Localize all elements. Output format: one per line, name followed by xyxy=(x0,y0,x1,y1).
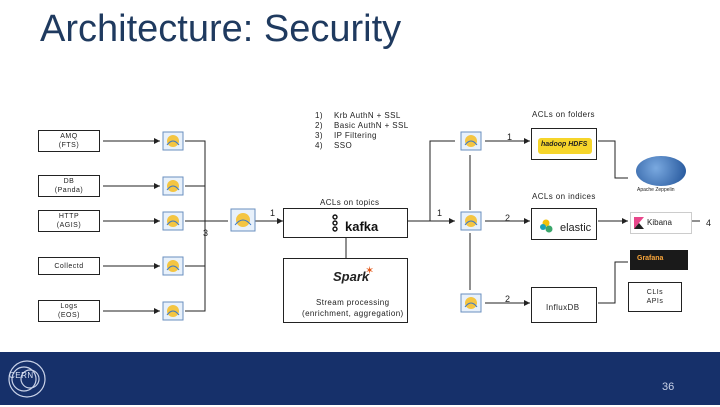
spark-logo-text: Spark xyxy=(333,269,370,284)
grafana-logo: Grafana xyxy=(630,250,688,270)
step-number: 1 xyxy=(270,208,276,218)
cern-logo-text: CERN xyxy=(9,371,34,380)
spark-box xyxy=(283,258,408,323)
flume-icon xyxy=(460,131,482,151)
spark-star-icon: ✶ xyxy=(365,265,375,277)
flume-icon xyxy=(162,176,184,196)
elastic-icon xyxy=(539,219,553,233)
slide-title: Architecture: Security xyxy=(40,8,402,50)
flume-icon xyxy=(162,131,184,151)
step-number: 1 xyxy=(507,132,513,142)
influxdb-box xyxy=(531,287,597,323)
source-amq: AMQ(FTS) xyxy=(38,130,100,152)
flume-icon xyxy=(460,293,482,313)
source-logs: Logs(EOS) xyxy=(38,300,100,322)
spark-description-line2: (enrichment, aggregation) xyxy=(302,309,404,318)
acls-indices-label: ACLs on indices xyxy=(532,192,596,201)
source-http: HTTP(AGIS) xyxy=(38,210,100,232)
flume-icon xyxy=(460,211,482,231)
source-db: DB(Panda) xyxy=(38,175,100,197)
cern-logo xyxy=(4,356,50,402)
step-number: 4 xyxy=(706,218,712,228)
step-number: 1 xyxy=(437,208,443,218)
zeppelin-label: Apache Zeppelin xyxy=(637,187,675,193)
page-number: 36 xyxy=(662,381,675,393)
step-number: 2 xyxy=(505,294,511,304)
zeppelin-logo xyxy=(636,156,686,186)
step-number: 3 xyxy=(203,228,209,238)
kafka-icon xyxy=(330,214,340,232)
kafka-logo-text: kafka xyxy=(345,219,379,234)
elastic-logo-text: elastic xyxy=(560,222,592,234)
elastic-box xyxy=(531,208,597,240)
flume-icon xyxy=(162,301,184,321)
acls-topics-label: ACLs on topics xyxy=(320,198,380,207)
flume-icon xyxy=(162,256,184,276)
spark-description-line1: Stream processing xyxy=(316,298,390,307)
flume-icon xyxy=(162,211,184,231)
kibana-logo: Kibana xyxy=(630,212,692,234)
flume-icon xyxy=(230,208,256,232)
kafka-box xyxy=(283,208,408,238)
source-collectd: Collectd xyxy=(38,257,100,275)
influxdb-label: InfluxDB xyxy=(546,303,580,312)
hdfs-logo: hadoop HDFS xyxy=(538,138,592,154)
acls-folders-label: ACLs on folders xyxy=(532,110,595,119)
footer-bar xyxy=(0,352,720,405)
step-number: 2 xyxy=(505,213,511,223)
auth-numbers: 1)2)3)4) xyxy=(315,111,323,150)
